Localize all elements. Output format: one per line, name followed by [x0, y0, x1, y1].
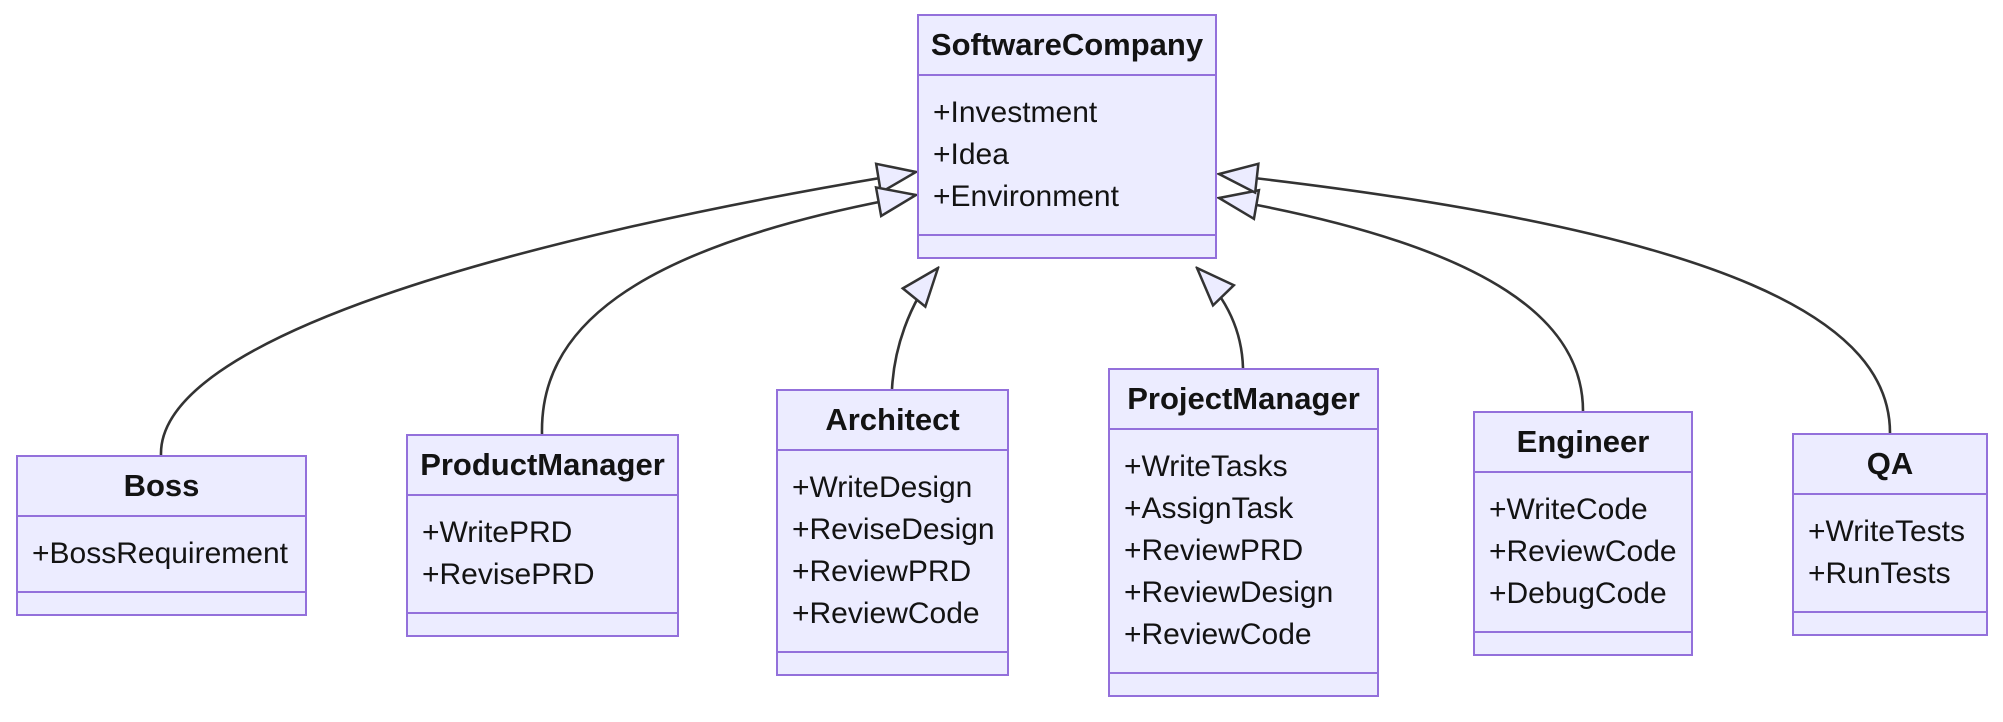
class-attributes: +WriteDesign +ReviseDesign +ReviewPRD +R… [778, 451, 1007, 653]
class-attribute: +ReviewCode [1489, 535, 1677, 568]
class-attributes: +BossRequirement [18, 517, 305, 593]
class-attribute: +RevisePRD [422, 558, 595, 591]
class-attribute: +ReviewPRD [1124, 534, 1304, 567]
class-title: Boss [18, 457, 305, 517]
class-attribute: +ReviseDesign [792, 513, 995, 546]
class-methods-empty [1110, 674, 1377, 695]
class-title: ProductManager [408, 436, 677, 496]
class-methods-empty [408, 614, 677, 635]
class-box-qa: QA +WriteTests +RunTests [1792, 433, 1988, 636]
class-attributes: +WritePRD +RevisePRD [408, 496, 677, 614]
inheritance-edge-boss [159, 172, 916, 456]
class-attribute: +Environment [933, 180, 1119, 213]
inheritance-edge-projectmanager [1197, 268, 1245, 369]
class-attribute: +Idea [933, 138, 1009, 171]
class-attributes: +WriteTests +RunTests [1794, 495, 1986, 613]
inheritance-edge-qa [1219, 174, 1892, 434]
class-title: Engineer [1475, 413, 1691, 473]
class-attribute: +AssignTask [1124, 492, 1294, 525]
class-box-projectmanager: ProjectManager +WriteTasks +AssignTask +… [1108, 368, 1379, 697]
class-attributes: +WriteCode +ReviewCode +DebugCode [1475, 473, 1691, 633]
class-methods-empty [919, 236, 1215, 257]
class-attribute: +RunTests [1808, 557, 1951, 590]
class-attribute: +BossRequirement [32, 537, 288, 570]
class-title: ProjectManager [1110, 370, 1377, 430]
inheritance-edge-architect [890, 268, 938, 390]
class-methods-empty [18, 593, 305, 614]
class-attribute: +WriteCode [1489, 493, 1648, 526]
class-attribute: +Investment [933, 96, 1098, 129]
class-attribute: +WriteTests [1808, 515, 1965, 548]
class-attribute: +WritePRD [422, 516, 573, 549]
class-attributes: +Investment +Idea +Environment [919, 76, 1215, 236]
class-box-softwarecompany: SoftwareCompany +Investment +Idea +Envir… [917, 14, 1217, 259]
class-attributes: +WriteTasks +AssignTask +ReviewPRD +Revi… [1110, 430, 1377, 674]
class-attribute: +WriteTasks [1124, 450, 1288, 483]
class-box-boss: Boss +BossRequirement [16, 455, 307, 616]
class-methods-empty [1475, 633, 1691, 654]
class-attribute: +ReviewCode [1124, 618, 1312, 651]
class-attribute: +ReviewDesign [1124, 576, 1334, 609]
class-title: QA [1794, 435, 1986, 495]
class-box-architect: Architect +WriteDesign +ReviseDesign +Re… [776, 389, 1009, 676]
class-attribute: +ReviewPRD [792, 555, 972, 588]
class-box-productmanager: ProductManager +WritePRD +RevisePRD [406, 434, 679, 637]
inheritance-edge-engineer [1219, 198, 1585, 412]
class-methods-empty [1794, 613, 1986, 634]
class-methods-empty [778, 653, 1007, 674]
class-attribute: +WriteDesign [792, 471, 973, 504]
class-attribute: +DebugCode [1489, 577, 1667, 610]
class-title: Architect [778, 391, 1007, 451]
class-box-engineer: Engineer +WriteCode +ReviewCode +DebugCo… [1473, 411, 1693, 656]
inheritance-edge-productmanager [540, 195, 916, 435]
class-attribute: +ReviewCode [792, 597, 980, 630]
class-title: SoftwareCompany [919, 16, 1215, 76]
